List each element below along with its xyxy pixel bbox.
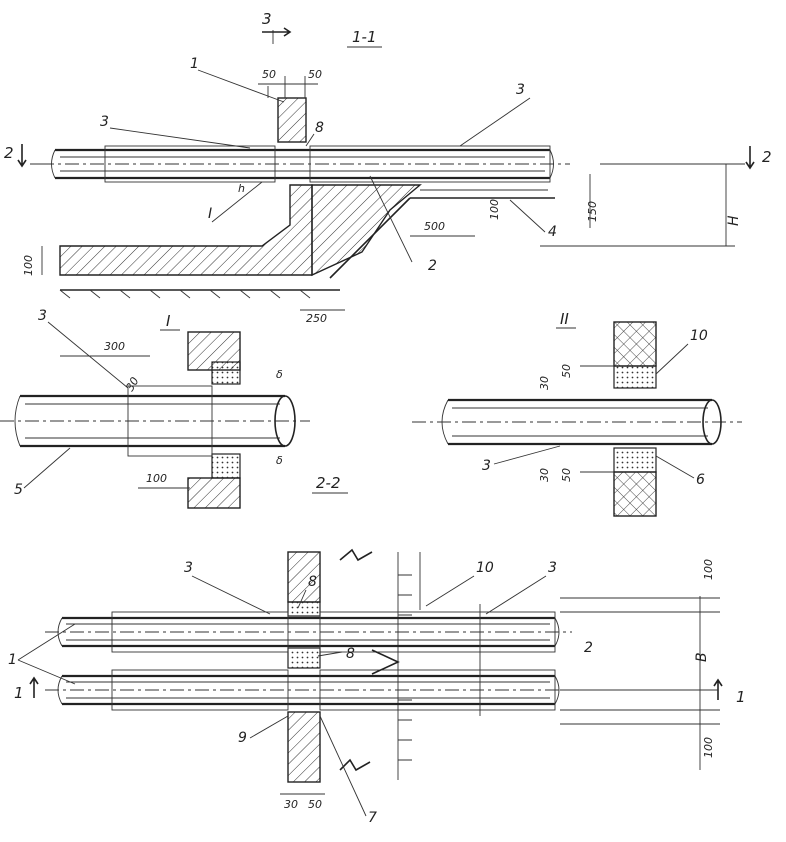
detail-II-dim-30-bottom: 30 — [538, 468, 551, 482]
dim-250: 250 — [306, 312, 327, 325]
dim-100-right: 100 — [488, 199, 501, 220]
dim-100-left: 100 — [22, 255, 35, 276]
detail-I-dim-delta-bottom: δ — [276, 454, 283, 467]
detail-I-seal-lower — [211, 453, 241, 479]
dim-50-left: 50 — [262, 68, 276, 81]
detail-II-dim-50-top: 50 — [560, 364, 573, 378]
plan-dim-100-bottom: 100 — [702, 737, 715, 758]
detail-II-callout-10: 10 — [690, 328, 708, 344]
detail-I-title: I — [166, 312, 171, 330]
detail-I: I 3 300 30 100 δ δ 5 2-2 — [0, 308, 348, 509]
pipe-2-2-a — [45, 616, 572, 648]
detail-I-wall-lower — [187, 477, 241, 509]
detail-I-dim-300: 300 — [104, 340, 125, 353]
callout-3-left: 3 — [100, 114, 109, 130]
plan-cut-1-left: 1 — [14, 684, 24, 702]
plan-dim-50: 50 — [308, 798, 322, 811]
dim-h: h — [238, 182, 245, 195]
detail-I-dim-delta-top: δ — [276, 368, 283, 381]
plan-dim-30: 30 — [284, 798, 298, 811]
detail-II: II 10 50 30 3 30 50 6 — [412, 310, 742, 517]
plan-callout-8-mid: 8 — [346, 646, 355, 662]
section-2-2: 3 8 10 3 8 2 1 1 1 9 7 100 B 100 30 50 — [8, 548, 746, 826]
foundation — [59, 184, 313, 276]
detail-II-seal-upper — [613, 365, 657, 389]
dim-150: 150 — [586, 201, 599, 222]
detail-II-dim-30-top: 30 — [538, 376, 551, 390]
section-cut-mark-3: 3 — [262, 10, 272, 28]
cut-2-right: 2 — [762, 148, 772, 166]
callout-1: 1 — [190, 56, 199, 72]
plan-callout-1: 1 — [8, 652, 17, 668]
detail-II-title: II — [560, 310, 569, 328]
plan-dim-100-top: 100 — [702, 559, 715, 580]
detail-I-dim-30: 30 — [123, 375, 141, 394]
seal-2-2-mid — [287, 647, 321, 669]
wall-2-2-lower — [287, 711, 321, 783]
pipe-2-2-b — [45, 674, 572, 706]
seal-2-2-top — [287, 601, 321, 617]
detail-II-wall-upper — [613, 321, 657, 367]
section-2-2-title: 2-2 — [316, 474, 341, 492]
plan-dim-B: B — [694, 652, 710, 662]
plan-callout-8-top: 8 — [308, 574, 317, 590]
callout-4: 4 — [548, 224, 557, 240]
detail-II-wall-lower — [613, 471, 657, 517]
callout-3-right: 3 — [516, 82, 525, 98]
detail-II-seal-lower — [613, 447, 657, 473]
section-1-1-title: 1-1 — [352, 28, 377, 46]
plan-callout-3-left: 3 — [184, 560, 193, 576]
dim-50-right: 50 — [308, 68, 322, 81]
callout-2: 2 — [428, 258, 437, 274]
detail-II-dim-50-bottom: 50 — [560, 468, 573, 482]
plan-callout-7: 7 — [368, 810, 377, 826]
pipe-detail-I — [0, 394, 310, 448]
plan-cut-1-right: 1 — [736, 688, 746, 706]
pipe-1-1 — [40, 148, 570, 180]
detail-I-dim-100: 100 — [146, 472, 167, 485]
dim-H: H — [726, 215, 742, 226]
plan-callout-2: 2 — [584, 640, 593, 656]
section-1-1: 1-1 3 50 50 1 2 2 — [4, 10, 772, 325]
detail-I-callout-5: 5 — [14, 482, 23, 498]
pipe-detail-II — [412, 398, 742, 446]
dim-500: 500 — [424, 220, 445, 233]
plan-callout-3-right: 3 — [548, 560, 557, 576]
wall-block-top — [277, 97, 307, 143]
detail-II-callout-6: 6 — [696, 472, 705, 488]
detail-ref-I: I — [208, 206, 212, 222]
detail-I-callout-3: 3 — [38, 308, 47, 324]
detail-II-callout-3: 3 — [482, 458, 491, 474]
detail-I-seal-upper — [211, 361, 241, 385]
plan-callout-10: 10 — [476, 560, 494, 576]
plan-callout-9: 9 — [238, 730, 247, 746]
cut-2-left: 2 — [4, 144, 14, 162]
callout-8: 8 — [315, 120, 324, 136]
